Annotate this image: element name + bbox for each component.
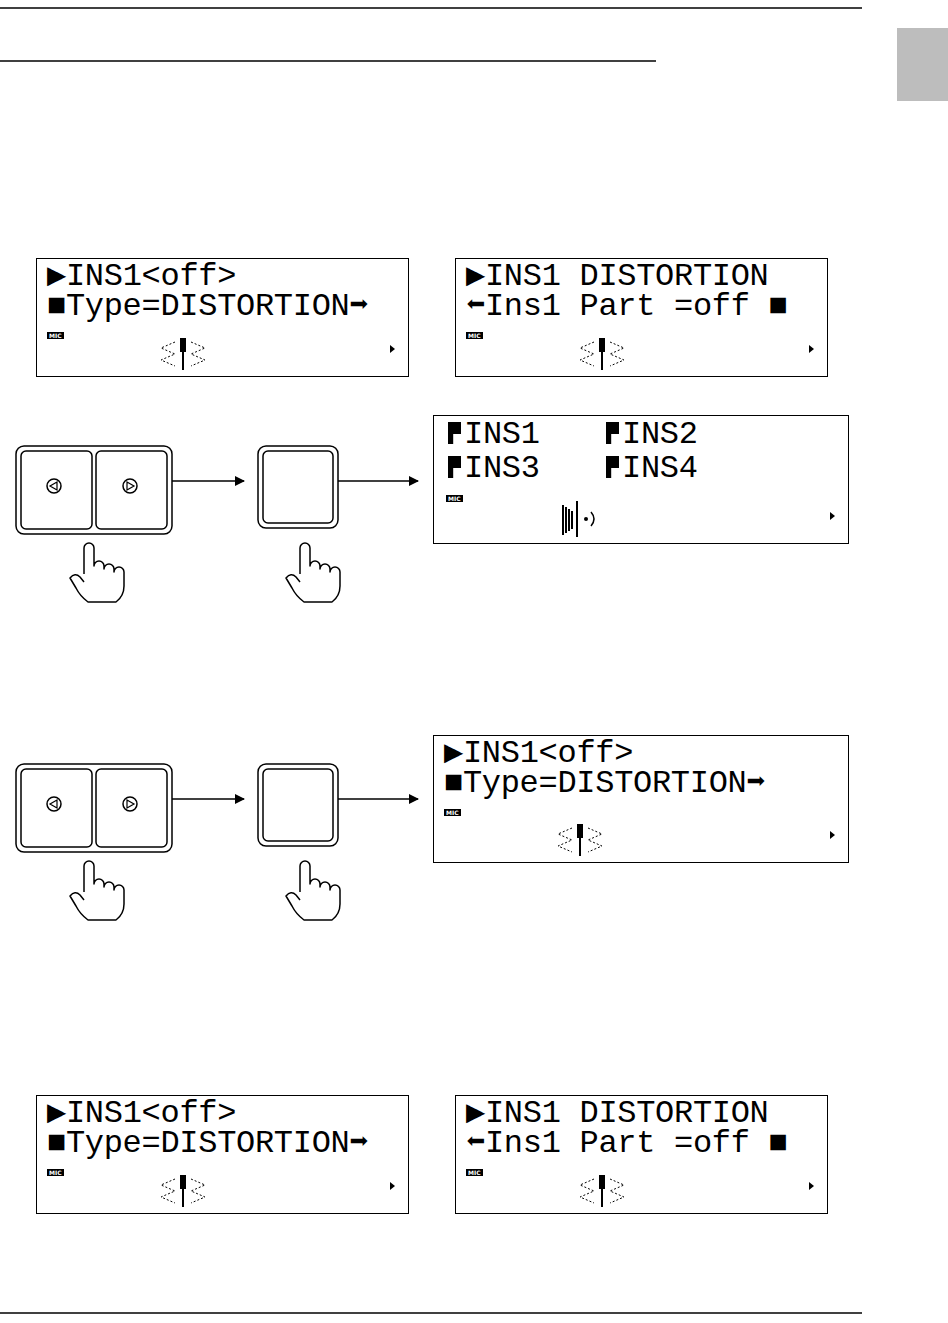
lcd-line: ▶INS1 DISTORTION — [466, 262, 769, 292]
lcd-line: INS2 — [606, 420, 698, 450]
lcd-line: ▶INS1 DISTORTION — [466, 1099, 769, 1129]
lcd-line: INS4 — [606, 454, 698, 484]
lcd-line: INS3 — [448, 454, 540, 484]
lcd-line: ⬅Ins1 Part =off ■ — [466, 292, 787, 322]
lcd-screen: ▶INS1 DISTORTION⬅Ins1 Part =off ■ MIC — [455, 258, 828, 377]
lcd-screen: ▶INS1<off>■Type=DISTORTION➡ MIC — [36, 258, 409, 377]
mic-indicator: MIC — [446, 495, 463, 502]
lcd-screen: ▶INS1<off>■Type=DISTORTION➡ MIC — [433, 735, 849, 863]
lcd-line: INS1 — [448, 420, 540, 450]
lcd-line: ▶INS1<off> — [47, 1099, 236, 1129]
mic-indicator: MIC — [47, 332, 64, 339]
lcd-line: ▶INS1<off> — [47, 262, 236, 292]
mic-indicator: MIC — [466, 332, 483, 339]
rule — [0, 7, 862, 9]
lcd-line: ⬅Ins1 Part =off ■ — [466, 1129, 787, 1159]
lcd-screen: ▶INS1<off>■Type=DISTORTION➡ MIC — [36, 1095, 409, 1214]
lcd-line: ■Type=DISTORTION➡ — [47, 292, 368, 322]
lcd-line: ■Type=DISTORTION➡ — [47, 1129, 368, 1159]
lcd-line: ■Type=DISTORTION➡ — [444, 769, 765, 799]
rule — [0, 1312, 862, 1314]
rule — [0, 60, 656, 62]
lcd-screen: ▶INS1 DISTORTION⬅Ins1 Part =off ■ MIC — [455, 1095, 828, 1214]
mic-indicator: MIC — [466, 1169, 483, 1176]
mic-indicator: MIC — [444, 809, 461, 816]
section-tab — [897, 28, 948, 101]
lcd-screen: INS1 INS2INS3 INS4MIC — [433, 415, 849, 544]
lcd-line: ▶INS1<off> — [444, 739, 633, 769]
mic-indicator: MIC — [47, 1169, 64, 1176]
